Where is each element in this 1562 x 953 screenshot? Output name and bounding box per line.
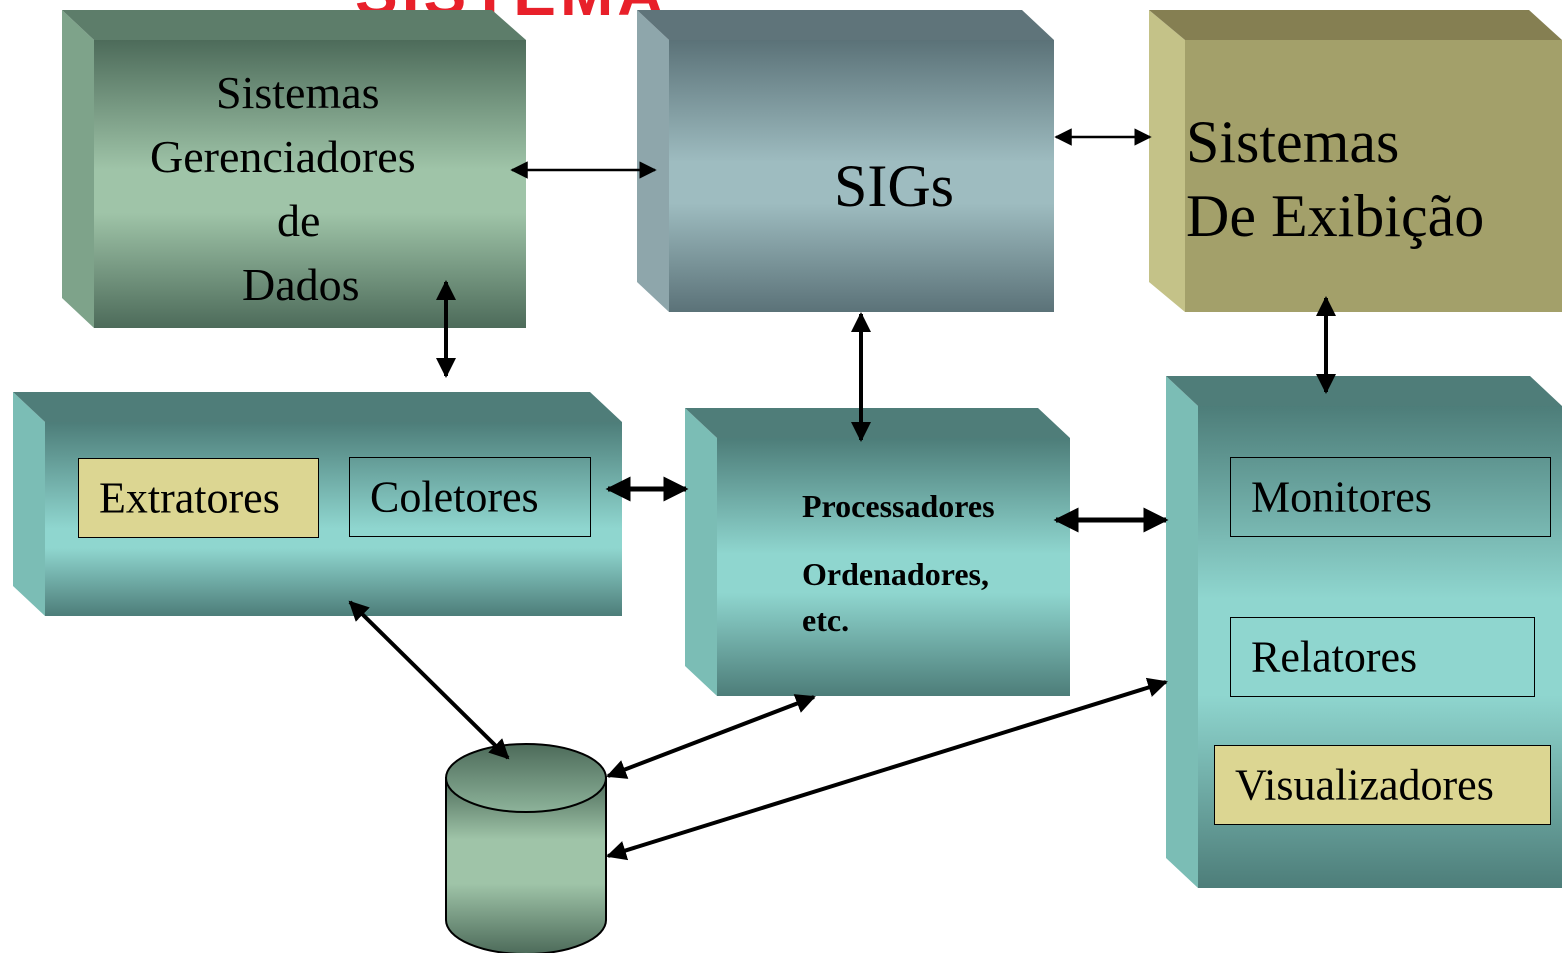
- monitores-box: Monitores: [1230, 457, 1551, 537]
- sgd-block-top: [62, 10, 526, 40]
- visualizadores-label: Visualizadores: [1235, 760, 1494, 810]
- collection-block-top: [13, 392, 622, 422]
- relatores-label: Relatores: [1251, 632, 1418, 682]
- extratores-box: Extratores: [78, 458, 319, 538]
- output-block-side: [1166, 376, 1198, 888]
- sigs-label: SIGs: [834, 153, 955, 219]
- sigs-block-front: [669, 40, 1054, 312]
- sigs-block-top: [637, 10, 1054, 40]
- sgd-line-4: Dados: [242, 259, 360, 310]
- collection-block-side: [13, 392, 45, 616]
- exhibition-block-front: [1185, 40, 1562, 312]
- monitores-label: Monitores: [1251, 472, 1432, 522]
- processors-line-1: Processadores: [802, 488, 995, 524]
- processors-block-top: [685, 408, 1070, 438]
- output-block-top: [1166, 376, 1562, 406]
- processors-block-side: [685, 408, 717, 696]
- arrow-database-processors: [606, 694, 816, 779]
- processors-line-2: Ordenadores,: [802, 556, 989, 592]
- exhibition-line-1: Sistemas: [1186, 109, 1400, 175]
- coletores-label: Coletores: [370, 472, 539, 522]
- arrow-collection-database: [348, 600, 510, 760]
- sgd-block-side: [62, 10, 94, 328]
- sgd-line-1: Sistemas: [216, 67, 380, 118]
- extratores-label: Extratores: [99, 473, 280, 523]
- relatores-box: Relatores: [1230, 617, 1535, 697]
- sgd-line-3: de: [277, 195, 321, 246]
- coletores-box: Coletores: [349, 457, 591, 537]
- database-cylinder: [445, 743, 607, 953]
- sgd-line-2: Gerenciadores: [150, 131, 416, 182]
- exhibition-line-2: De Exibição: [1186, 183, 1485, 249]
- sigs-block-side: [637, 10, 669, 312]
- exhibition-block-top: [1149, 10, 1562, 40]
- arrow-database-output: [606, 677, 1168, 861]
- visualizadores-box: Visualizadores: [1214, 745, 1551, 825]
- processors-line-3: etc.: [802, 602, 850, 638]
- processors-block-front: [717, 438, 1070, 696]
- exhibition-block-side: [1149, 10, 1185, 312]
